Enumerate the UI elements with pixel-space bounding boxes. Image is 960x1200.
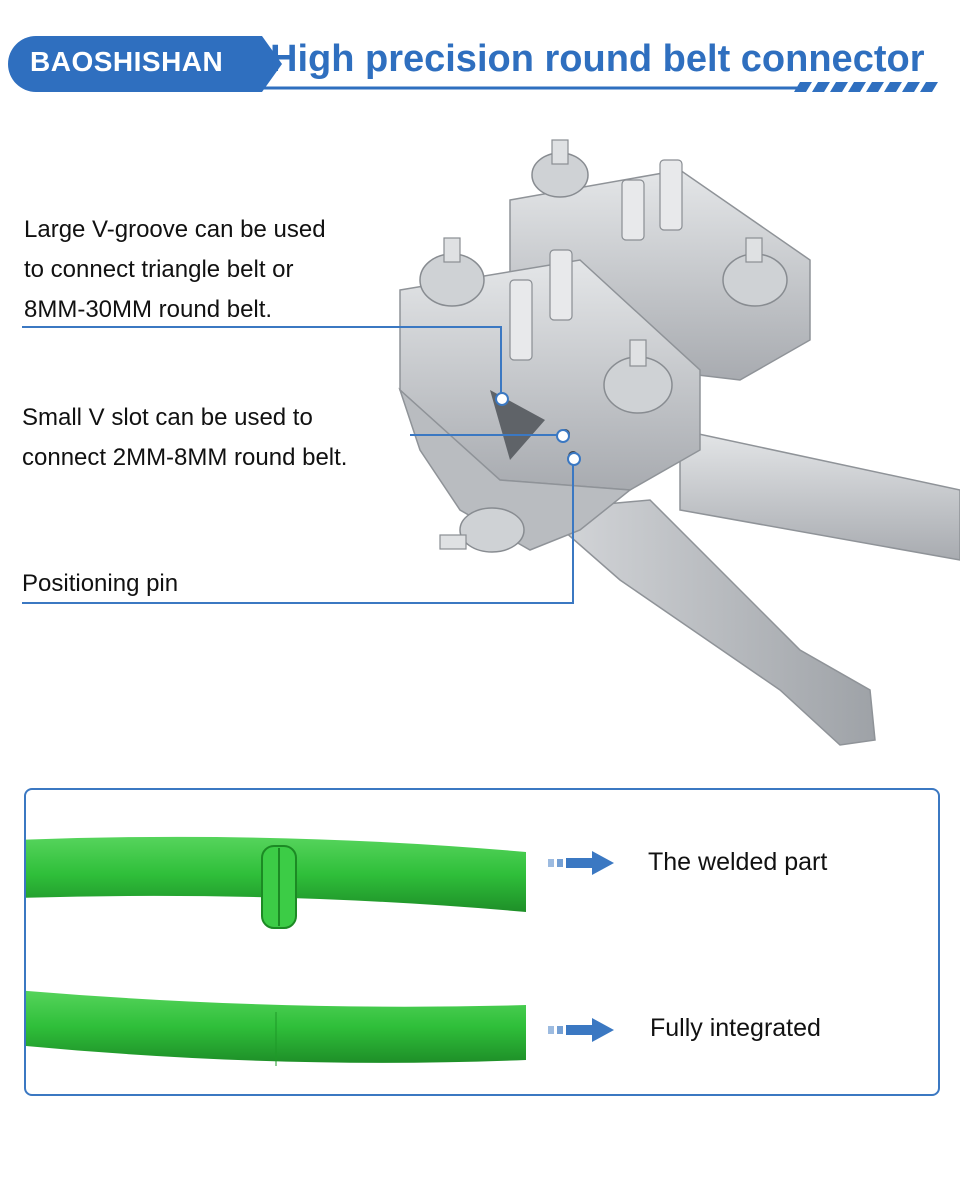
weld-comparison-panel: The welded part Fully integrated bbox=[24, 788, 940, 1096]
leader-line-large-v-groove bbox=[22, 326, 500, 328]
marker-positioning-pin bbox=[567, 452, 581, 466]
leader-line-large-v-groove-drop bbox=[500, 326, 502, 396]
callout-line: to connect triangle belt or bbox=[24, 256, 294, 283]
fully-integrated-label: Fully integrated bbox=[650, 1014, 821, 1042]
marker-large-v-groove bbox=[495, 392, 509, 406]
page-title: High precision round belt connector bbox=[270, 38, 925, 80]
callout-line: 8MM-30MM round belt. bbox=[24, 296, 273, 323]
welded-part-label: The welded part bbox=[648, 848, 828, 876]
green-belt-image bbox=[26, 836, 526, 1066]
header-banner: BAOSHISHAN High precision round belt con… bbox=[0, 0, 960, 110]
callout-large-v-groove: Large V-groove can be used to connect tr… bbox=[24, 210, 326, 330]
callout-line: Large V-groove can be used bbox=[24, 216, 326, 243]
arrow-right-icon bbox=[548, 1018, 614, 1042]
banner-shape bbox=[8, 36, 938, 92]
marker-small-v-slot bbox=[556, 429, 570, 443]
callout-small-v-slot: Small V slot can be used to connect 2MM-… bbox=[22, 398, 347, 478]
belt-connector-tool-image bbox=[398, 139, 960, 746]
brand-name: BAOSHISHAN bbox=[30, 46, 224, 77]
callout-line: connect 2MM-8MM round belt. bbox=[22, 444, 348, 471]
leader-line-positioning-pin-rise bbox=[572, 460, 574, 604]
leader-line-small-v-slot bbox=[410, 434, 562, 436]
callout-positioning-pin: Positioning pin bbox=[22, 570, 179, 597]
arrow-right-icon bbox=[548, 851, 614, 875]
leader-line-positioning-pin bbox=[22, 602, 574, 604]
callout-line: Small V slot can be used to bbox=[22, 404, 313, 431]
